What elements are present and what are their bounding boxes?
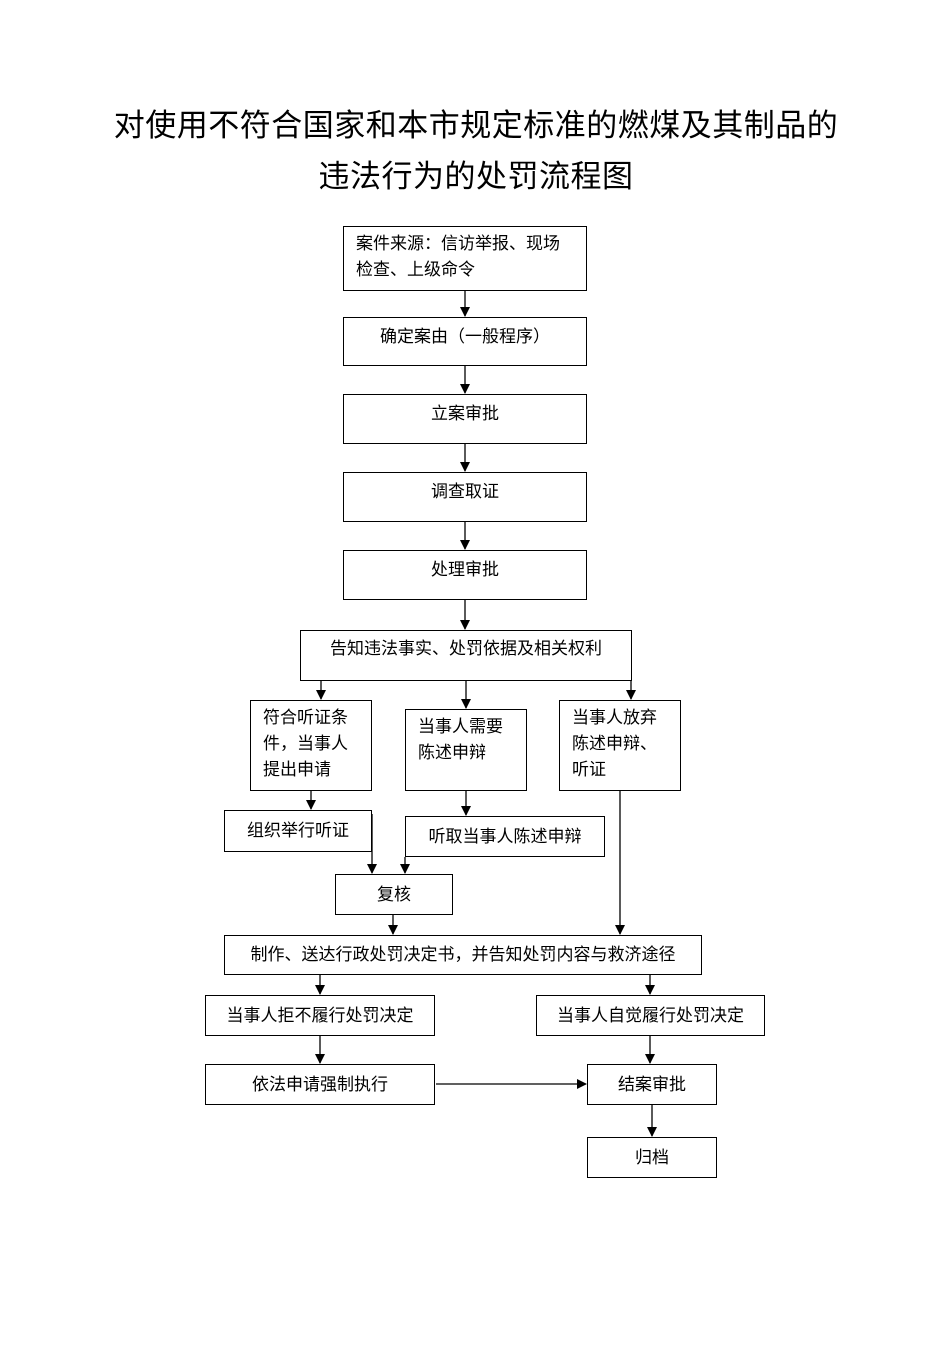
step-refuse: 当事人拒不履行处罚决定 [205,995,435,1036]
step-handling-approval: 处理审批 [343,550,587,600]
step-comply: 当事人自觉履行处罚决定 [536,995,765,1036]
step-statement-needed: 当事人需要陈述申辩 [405,709,527,791]
step-close-approval: 结案审批 [587,1064,717,1105]
step-archive: 归档 [587,1137,717,1178]
step-case-source: 案件来源：信访举报、现场检查、上级命令 [343,226,587,291]
diagram-title-line1: 对使用不符合国家和本市规定标准的燃煤及其制品的 [113,108,839,144]
step-investigation: 调查取证 [343,472,587,522]
step-hearing-condition: 符合听证条件，当事人提出申请 [250,700,372,791]
step-hold-hearing: 组织举行听证 [224,810,372,852]
step-decision: 制作、送达行政处罚决定书，并告知处罚内容与救济途径 [224,935,702,975]
step-enforce: 依法申请强制执行 [205,1064,435,1105]
step-notify-rights: 告知违法事实、处罚依据及相关权利 [300,630,632,681]
step-review: 复核 [335,874,453,915]
step-determine-cause: 确定案由（一般程序） [343,317,587,366]
step-filing-approval: 立案审批 [343,394,587,444]
diagram-title-line2: 违法行为的处罚流程图 [318,159,634,195]
step-waive-rights: 当事人放弃陈述申辩、听证 [559,700,681,791]
step-hear-statement: 听取当事人陈述申辩 [405,816,605,857]
